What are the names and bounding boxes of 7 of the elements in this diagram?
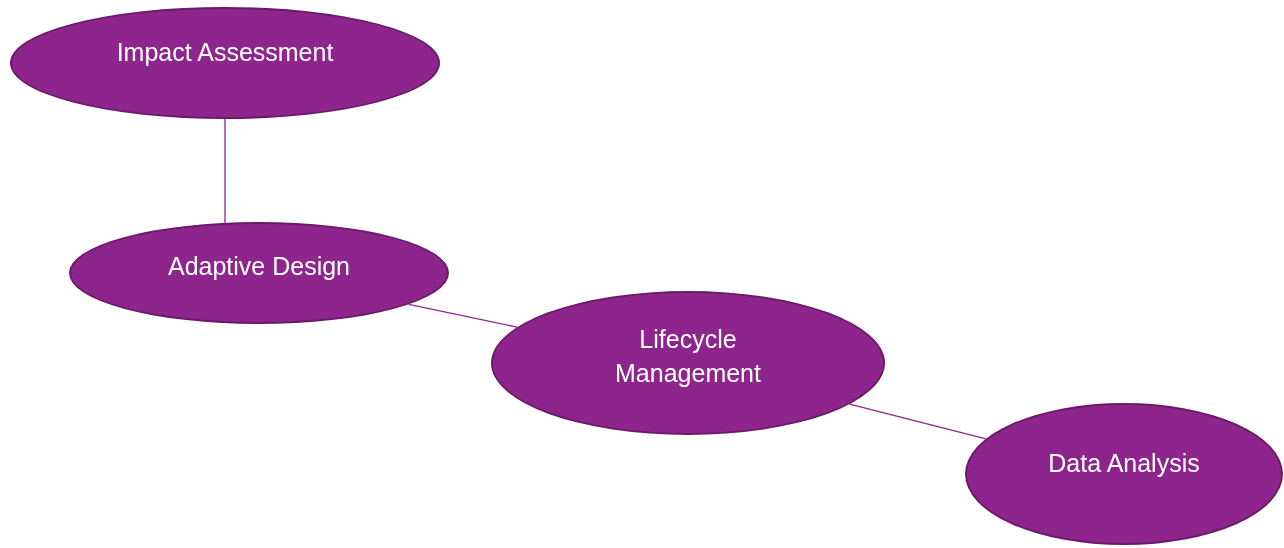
node-label: Lifecycle Management — [614, 324, 762, 389]
connector-line — [408, 303, 518, 328]
node-label: Impact Assessment — [116, 37, 334, 69]
node-label: Data Analysis — [1048, 448, 1200, 480]
node-label: Adaptive Design — [167, 251, 351, 283]
connector-line — [224, 118, 226, 224]
connector-line — [849, 403, 987, 440]
